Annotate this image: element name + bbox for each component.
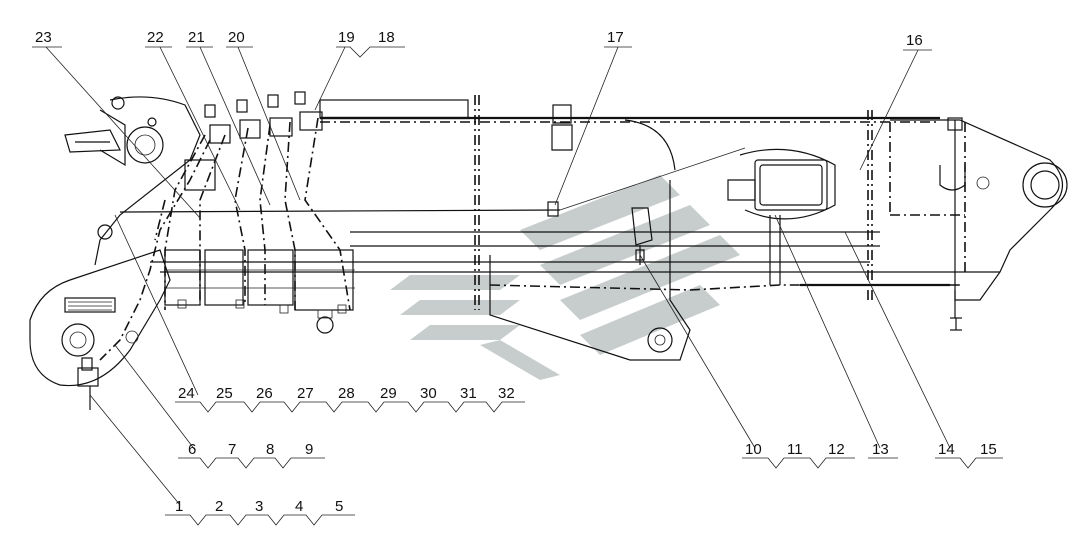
callout-20: 20 bbox=[228, 29, 245, 46]
callout-1: 1 bbox=[175, 498, 183, 515]
callout-labels: 23 22 21 20 19 18 17 16 24 25 26 27 28 2… bbox=[35, 29, 997, 515]
callout-27: 27 bbox=[297, 385, 314, 402]
callout-16: 16 bbox=[906, 32, 923, 49]
hose-reels bbox=[164, 91, 355, 334]
callout-9: 9 bbox=[305, 441, 313, 458]
callout-3: 3 bbox=[255, 498, 263, 515]
callout-2: 2 bbox=[215, 498, 223, 515]
callout-17: 17 bbox=[607, 29, 624, 46]
callout-23: 23 bbox=[35, 29, 52, 46]
callout-32: 32 bbox=[498, 385, 515, 402]
callout-19: 19 bbox=[338, 29, 355, 46]
callout-4: 4 bbox=[295, 498, 303, 515]
watermark-logo bbox=[390, 175, 740, 380]
callout-8: 8 bbox=[266, 441, 274, 458]
callout-11: 11 bbox=[787, 441, 803, 458]
callout-6: 6 bbox=[188, 441, 196, 458]
callout-30: 30 bbox=[420, 385, 437, 402]
callout-18: 18 bbox=[378, 29, 395, 46]
callout-14: 14 bbox=[938, 441, 955, 458]
callout-28: 28 bbox=[338, 385, 355, 402]
callout-13: 13 bbox=[872, 441, 889, 458]
leader-lines bbox=[32, 46, 1003, 526]
callout-31: 31 bbox=[460, 385, 477, 402]
callout-15: 15 bbox=[980, 441, 997, 458]
boom-base-left bbox=[29, 96, 211, 410]
callout-22: 22 bbox=[147, 29, 164, 46]
callout-7: 7 bbox=[228, 441, 236, 458]
boom-structure bbox=[119, 95, 1068, 361]
callout-26: 26 bbox=[256, 385, 273, 402]
callout-5: 5 bbox=[335, 498, 343, 515]
callout-21: 21 bbox=[188, 29, 205, 46]
callout-24: 24 bbox=[178, 385, 195, 402]
callout-12: 12 bbox=[828, 441, 845, 458]
callout-29: 29 bbox=[380, 385, 397, 402]
callout-10: 10 bbox=[745, 441, 762, 458]
callout-25: 25 bbox=[216, 385, 233, 402]
